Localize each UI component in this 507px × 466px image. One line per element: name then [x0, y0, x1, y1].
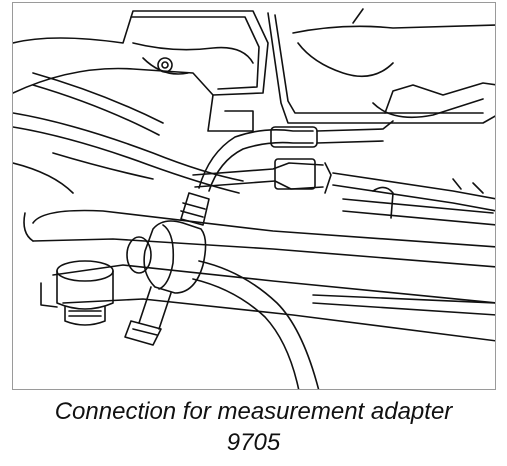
middle-fuel-line — [192, 158, 495, 226]
measurement-adapter — [124, 192, 210, 346]
bolt-head — [40, 260, 114, 326]
engine-housing — [13, 8, 495, 132]
caption-line-1: Connection for measurement adapter — [54, 398, 453, 425]
lower-hose — [192, 260, 495, 389]
figure-caption: Connection for measurement adapter 9705 — [0, 396, 507, 458]
frame-rail — [23, 209, 495, 342]
caption-line-2: 9705 — [226, 429, 281, 456]
technical-drawing — [13, 8, 495, 389]
illustration-frame — [12, 2, 496, 390]
upper-fuel-line — [198, 82, 495, 192]
